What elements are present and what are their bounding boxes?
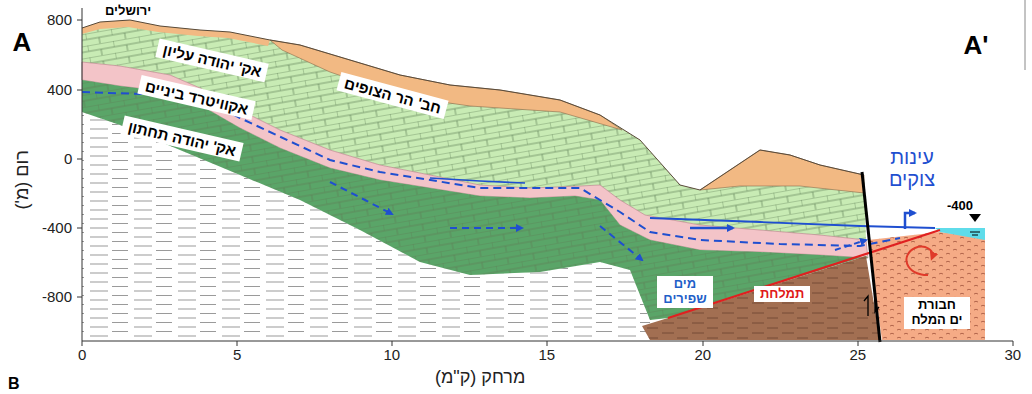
axis-tick-text: -800: [42, 288, 72, 305]
layer-label-box: חבורת ים המלח: [904, 297, 970, 329]
axis-tick: 0: [64, 151, 72, 168]
axis-tick: 20: [695, 347, 712, 364]
place-name-text: ירושלים: [105, 3, 151, 18]
axis-tick: -800: [42, 289, 72, 306]
axis-tick-text: 0: [64, 150, 72, 167]
axis-tick-text: -400: [42, 219, 72, 236]
axis-tick: 15: [539, 347, 556, 364]
axis-tick: 30: [1005, 347, 1022, 364]
section-end-text: A': [964, 30, 989, 60]
spring-name: עינות צוקים: [883, 146, 941, 190]
axis-tick: 400: [47, 82, 72, 99]
axis-title-text: מרחק (ק"מ): [435, 367, 525, 387]
axis-title-text: רום (מ'): [11, 150, 31, 209]
level-value-text: -400: [947, 198, 973, 213]
axis-tick: 25: [850, 347, 867, 364]
spring-name-text: עינות צוקים: [889, 146, 935, 190]
level-value: -400: [947, 199, 973, 213]
axis-tick: 10: [384, 347, 401, 364]
layer-name: תמלחת: [760, 286, 804, 301]
axis-tick-text: 0: [78, 346, 86, 363]
layer-label-box: מים שפירים: [657, 276, 713, 308]
axis-tick: 800: [47, 12, 72, 29]
axis-tick-text: 30: [1005, 346, 1022, 363]
axis-tick-text: 15: [539, 346, 556, 363]
section-end-text: B: [8, 375, 20, 392]
axis-tick: -400: [42, 220, 72, 237]
axis-title: מרחק (ק"מ): [435, 368, 525, 388]
layer-name: מים שפירים: [663, 276, 706, 306]
axis-tick-text: 800: [47, 11, 72, 28]
section-end: A': [964, 31, 989, 60]
place-name: ירושלים: [105, 4, 151, 18]
layer-label-box: תמלחת: [754, 286, 810, 303]
section-end-text: A: [13, 27, 32, 57]
axis-title: רום (מ'): [12, 150, 32, 209]
section-end: B: [8, 375, 20, 393]
axis-tick-text: 10: [384, 346, 401, 363]
axis-tick-text: 5: [233, 346, 241, 363]
axis-tick-text: 400: [47, 81, 72, 98]
section-end: A: [13, 28, 32, 57]
axis-tick-text: 25: [850, 346, 867, 363]
axis-tick-text: 20: [695, 346, 712, 363]
axis-tick: 5: [233, 347, 241, 364]
axis-tick: 0: [78, 347, 86, 364]
layer-name: חבורת ים המלח: [911, 297, 962, 327]
